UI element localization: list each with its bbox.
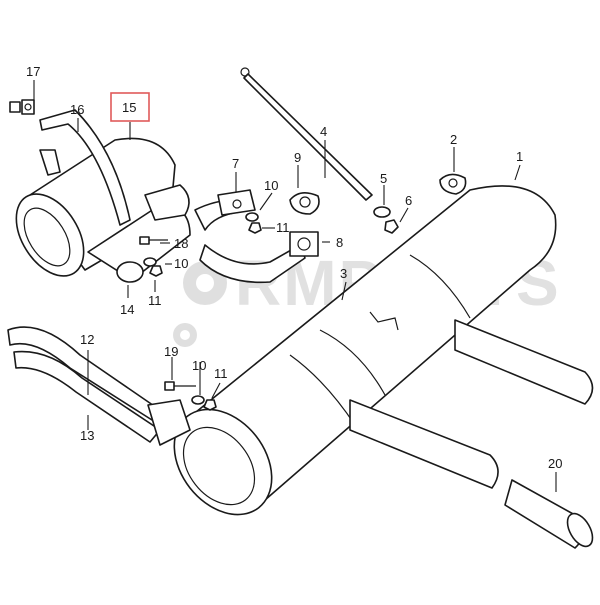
callout-20[interactable]: 20 [548, 456, 562, 471]
part-7-upper-elbow [194, 189, 256, 231]
callout-16[interactable]: 16 [70, 102, 84, 117]
part-16-clamp-strap [39, 109, 131, 226]
part-20-tail-extension [504, 479, 594, 549]
callout-1[interactable]: 1 [516, 149, 523, 164]
callout-14[interactable]: 14 [120, 302, 134, 317]
callout-8[interactable]: 8 [336, 235, 343, 250]
part-19-bolt [164, 381, 196, 391]
callout-11-upper[interactable]: 11 [276, 220, 290, 235]
callout-3[interactable]: 3 [340, 266, 347, 281]
callout-2[interactable]: 2 [450, 132, 457, 147]
callout-10-upper[interactable]: 10 [264, 178, 278, 193]
callout-12[interactable]: 12 [80, 332, 94, 347]
callout-18[interactable]: 18 [174, 236, 188, 251]
part-11-nuts [149, 222, 262, 411]
callout-11-middle[interactable]: 11 [148, 293, 162, 308]
callout-13[interactable]: 13 [80, 428, 94, 443]
part-18-bolt [139, 236, 168, 245]
part-9-gasket [289, 192, 320, 215]
callout-11-lower[interactable]: 11 [214, 366, 228, 381]
callout-10-middle[interactable]: 10 [174, 256, 188, 271]
leader-lines [33, 80, 557, 492]
part-10-washers [143, 212, 259, 405]
callout-4[interactable]: 4 [320, 124, 327, 139]
callout-9[interactable]: 9 [294, 150, 301, 165]
callout-labels: 1 2 3 4 5 6 7 8 9 10 11 10 11 10 11 12 1… [26, 64, 562, 471]
part-6-nut [384, 219, 399, 234]
callout-5[interactable]: 5 [380, 171, 387, 186]
highlight-box-part-15 [110, 92, 150, 122]
callout-6[interactable]: 6 [405, 193, 412, 208]
part-14-connector-pipe [87, 184, 191, 283]
callout-7[interactable]: 7 [232, 156, 239, 171]
part-5-washer [373, 206, 391, 218]
part-1-rear-muffler [173, 185, 594, 516]
callout-19[interactable]: 19 [164, 344, 178, 359]
callout-17[interactable]: 17 [26, 64, 40, 79]
part-2-gasket [439, 173, 467, 195]
callout-10-lower[interactable]: 10 [192, 358, 206, 373]
part-4-support-rod [240, 67, 373, 201]
part-17-clip [9, 99, 35, 115]
callout-15[interactable]: 15 [122, 100, 136, 115]
part-13-lower-tube [13, 350, 191, 446]
part-8-lower-elbow [199, 231, 319, 284]
